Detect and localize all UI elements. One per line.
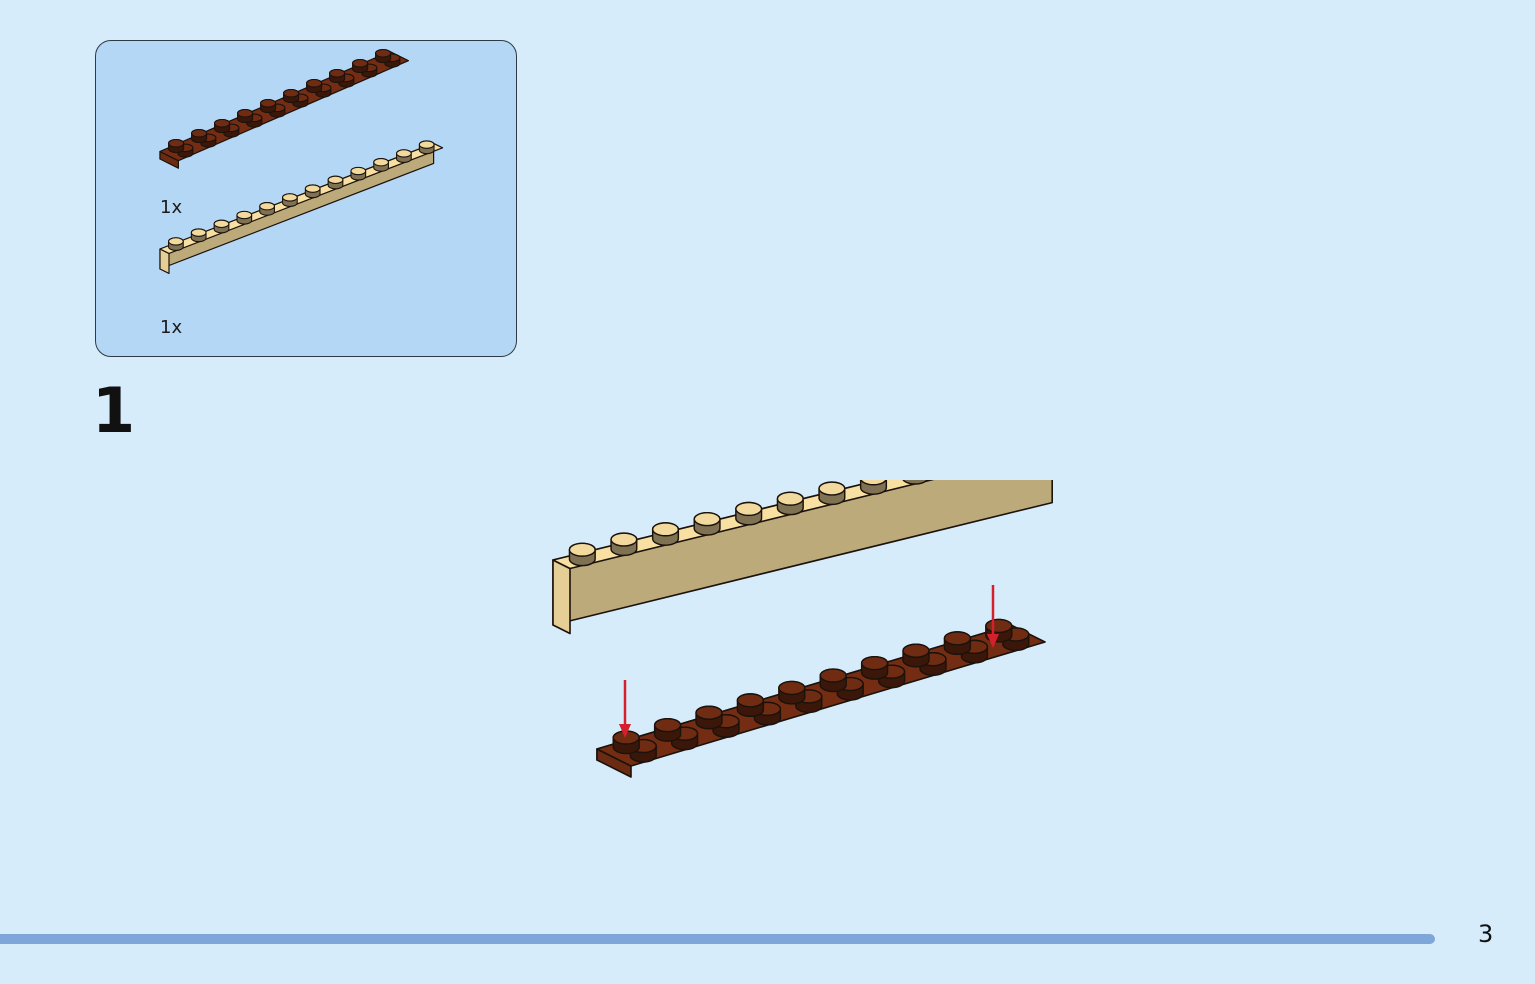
main-brick-1x12-stud — [651, 522, 680, 546]
part-plate-2x10-stud — [237, 108, 254, 124]
step-number: 1 — [92, 374, 136, 447]
main-plate-2x10-stud — [695, 705, 723, 730]
part-brick-1x12-stud — [418, 140, 435, 155]
main-brick-1x12 — [552, 480, 1054, 635]
page-number: 3 — [1478, 920, 1494, 948]
part-plate-2x10 — [159, 48, 409, 169]
main-plate-2x10-stud — [653, 717, 682, 742]
placement-arrow-left — [619, 680, 631, 738]
part-plate-2x10-stud — [375, 48, 392, 64]
main-brick-1x12-stud — [568, 542, 596, 567]
part-plate-2x10-stud — [329, 68, 346, 84]
main-plate-2x10-stud — [860, 655, 889, 680]
main-brick-1x12-stud — [818, 481, 846, 506]
main-plate-2x10-stud — [902, 643, 930, 668]
part-brick-1x12-stud — [168, 237, 184, 251]
main-plate-2x10-stud — [943, 631, 972, 656]
part-brick-1x12-stud — [396, 149, 412, 163]
part-plate-2x10-stud — [260, 98, 277, 114]
main-plate-2x10 — [596, 618, 1046, 778]
main-brick-1x12-stud — [902, 480, 928, 485]
part-brick-1x12-stud — [213, 219, 230, 234]
part-brick-1x12-stud — [327, 175, 344, 190]
main-plate-2x10-stud — [736, 693, 765, 718]
part-plate-2x10-stud — [283, 88, 300, 104]
part-brick-1x12-stud — [282, 193, 298, 207]
main-plate-2x10-stud — [778, 680, 806, 705]
main-brick-1x12-stud — [776, 491, 804, 516]
part-brick-1x12-stud — [236, 210, 253, 225]
main-brick-1x12-stud — [859, 480, 888, 495]
part-plate-2x10-stud — [352, 58, 369, 74]
main-plate-2x10-stud — [612, 730, 640, 755]
part-plate-2x10-stud — [214, 118, 231, 134]
build-step-illustration — [552, 480, 1054, 778]
main-brick-1x12-end-face — [552, 559, 571, 635]
main-brick-1x12-stud — [735, 501, 763, 526]
part-brick-1x12-stud — [259, 202, 275, 216]
part-plate-2x10-stud — [306, 78, 323, 94]
main-plate-2x10-stud — [819, 668, 847, 693]
parts-illustration — [159, 48, 444, 274]
part-quantity-plate: 1x — [160, 197, 183, 218]
part-plate-2x10-stud — [168, 138, 185, 154]
main-brick-1x12-stud — [693, 511, 721, 536]
part-plate-2x10-stud — [191, 128, 208, 144]
progress-bar — [0, 934, 1435, 944]
part-brick-1x12-stud — [304, 184, 321, 199]
part-quantity-brick: 1x — [160, 317, 183, 338]
part-brick-1x12-stud — [190, 228, 207, 243]
part-brick-1x12-stud — [350, 166, 367, 181]
progress-bar-fill — [0, 934, 1435, 944]
part-brick-1x12-stud — [373, 158, 389, 172]
parts-list-box: 1x 1x — [95, 40, 517, 357]
main-brick-1x12-stud — [610, 532, 638, 557]
part-brick-1x12 — [159, 140, 444, 274]
placement-arrow-right — [987, 585, 999, 648]
